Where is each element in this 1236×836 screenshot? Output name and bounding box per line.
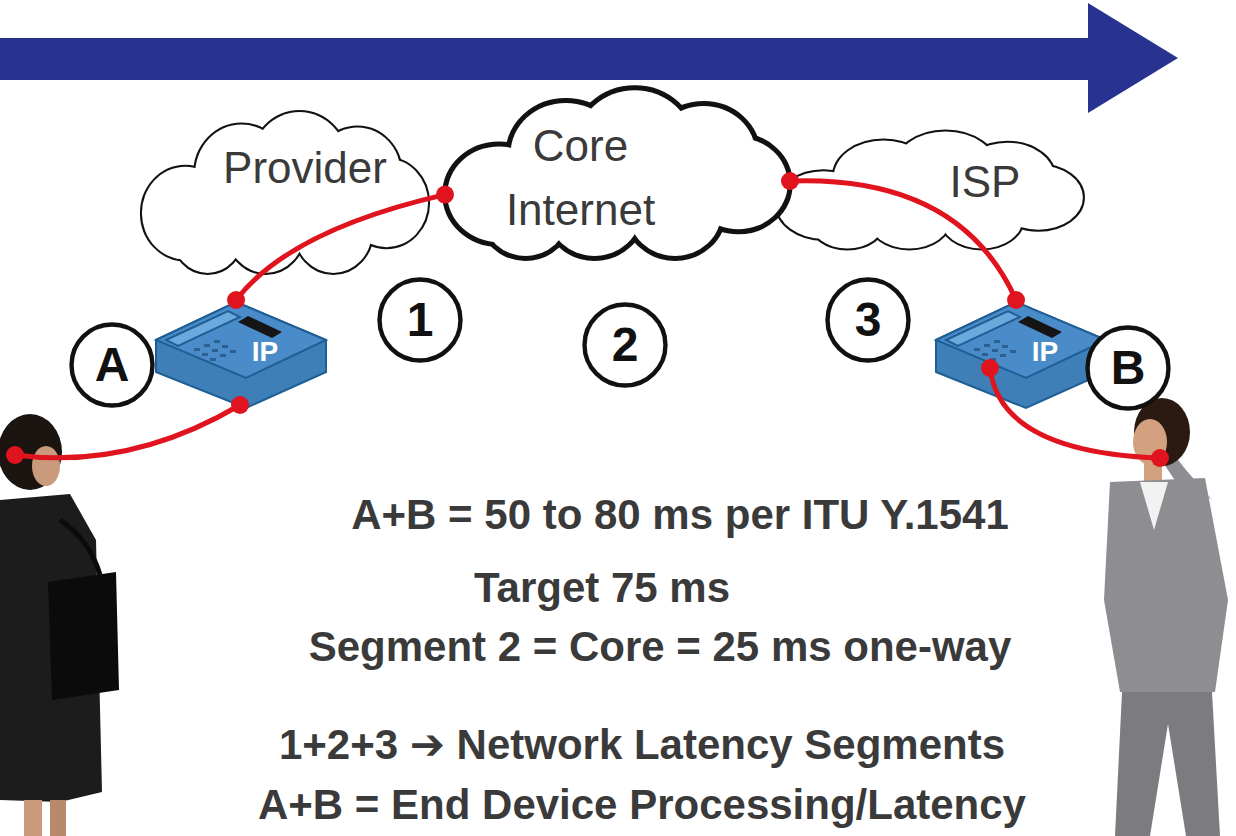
phone-body [930,300,1110,410]
phone-key [994,340,1000,343]
person-b-hair [1134,398,1190,466]
callout-circle: 3 [824,276,912,364]
callout-letter: B [1111,342,1146,395]
cloud-edge [810,195,884,249]
note-line: Segment 2 = Core = 25 ms one-way [160,622,1160,672]
phone-screen [238,316,282,338]
person-a-leg [50,800,66,836]
cloud-fill [810,195,884,249]
phone-handset [946,311,1020,346]
person-a-leg [24,800,42,836]
phone-key [210,358,216,361]
person-b-arm [1160,452,1212,500]
callout-circle: B [1084,324,1172,412]
phone-handset [166,311,240,346]
phone-key [212,349,218,352]
person-b-jacket [1104,478,1228,692]
phone-key [214,340,220,343]
note-text: A+B = 50 to 80 ms per ITU Y.1541 [351,491,1009,538]
callout-number: 3 [855,294,882,347]
person-b-trousers [1115,692,1220,836]
cloud-edge [173,199,243,273]
note-text: Segment 2 = Core = 25 ms one-way [309,623,1012,670]
person-a-hair [0,414,62,490]
note-text: 1+2+3 ➔ Network Latency Segments [279,721,1005,768]
circle-ring [828,280,909,361]
person-a-bag-strap [60,520,100,575]
cloud-outline [140,110,430,275]
ip-phone: IP [930,300,1110,410]
callout-number: 1 [407,294,434,347]
cloud-fill [173,199,243,273]
phone-body [150,300,330,410]
cloud-edge [295,190,372,273]
cloud-fill [295,190,372,273]
phone-key [1010,350,1016,353]
callout-circle: 2 [581,301,669,389]
phone-top [156,302,326,378]
cloud-label: Provider [223,144,387,192]
person-a [0,414,119,836]
isp-cloud: ISP [775,130,1085,250]
phone-key [1002,345,1008,348]
circle-ring [72,325,153,406]
callout-circle: 1 [376,276,464,364]
phone-key [230,350,236,353]
phone-key [974,348,980,351]
callout-number: 2 [612,319,639,372]
note-line: Target 75 ms [102,563,1102,613]
phone-key [220,354,226,357]
wire-dot [6,446,24,464]
note-line: A+B = 50 to 80 ms per ITU Y.1541 [180,490,1180,540]
note-line: A+B = End Device Processing/Latency [142,780,1142,830]
callout-circle: A [68,321,156,409]
phone-key [194,348,200,351]
phone-label: IP [1032,337,1058,368]
person-a-bag [48,572,119,700]
phone-label: IP [252,337,278,368]
ip-phone: IP [150,300,330,410]
phone-key [982,353,988,356]
phone-key [202,353,208,356]
phone-key [222,345,228,348]
circle-ring [380,280,461,361]
wire-dot [1151,449,1169,467]
cloud-label: ISP [950,158,1021,206]
phone-base [936,302,1106,408]
person-a-face [32,446,60,486]
note-line: 1+2+3 ➔ Network Latency Segments [142,720,1142,770]
person-b-face [1133,419,1167,465]
phone-screen [1018,316,1062,338]
person-a-coat [0,494,102,802]
person-b-neck [1144,458,1162,484]
person-b [1104,398,1228,836]
phone-key [984,344,990,347]
phone-key [204,344,210,347]
note-text: Target 75 ms [474,564,730,611]
person-b-shirt [1140,482,1168,530]
phone-key [1000,354,1006,357]
handset-cord [15,405,240,458]
callout-letter: A [95,339,130,392]
phone-key [990,358,996,361]
circle-ring [585,305,666,386]
time-arrow [0,3,1178,113]
cloud-outline [775,130,1085,250]
note-text: A+B = End Device Processing/Latency [258,781,1026,828]
circle-ring [1088,328,1169,409]
phone-key [992,349,998,352]
phone-top [936,302,1106,378]
provider-cloud: Provider [140,110,430,275]
core-cloud: Core Internet [445,88,790,258]
phone-base [156,302,326,408]
cloud-label: Core Internet [481,114,681,242]
